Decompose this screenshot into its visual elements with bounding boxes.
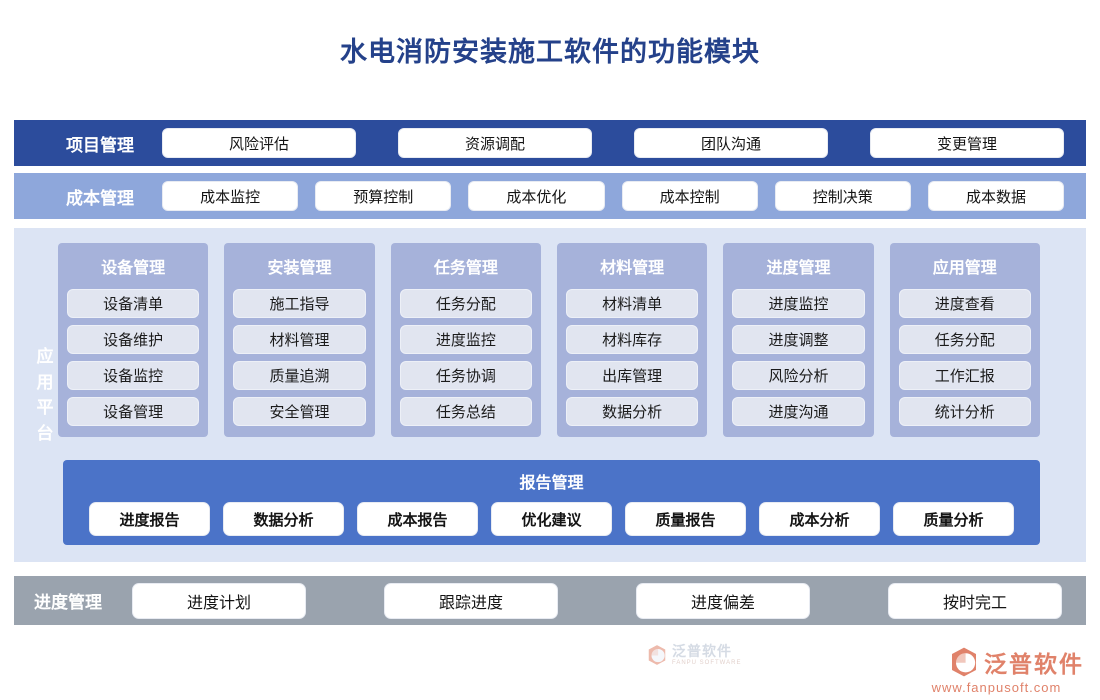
module-chip: 出库管理: [565, 361, 699, 390]
module-chip: 质量报告: [625, 502, 746, 536]
page-title: 水电消防安装施工软件的功能模块: [340, 37, 760, 67]
watermark-sub: FANPU SOFTWARE: [672, 660, 742, 666]
fanpu-logo-icon: [952, 647, 976, 677]
application-platform-panel: 应用平台 设备管理 设备清单 设备维护 设备监控 设备管理 安装管理 施工指导 …: [14, 228, 1086, 666]
report-management-band: 报告管理 进度报告 数据分析 成本报告 优化建议 质量报告 成本分析 质量分析: [63, 460, 1040, 545]
module-chip: 质量分析: [893, 502, 1014, 536]
column-application: 应用管理 进度查看 任务分配 工作汇报 统计分析: [889, 243, 1040, 437]
fanpu-watermark-icon: [648, 645, 666, 665]
module-chip: 进度计划: [132, 582, 306, 619]
column-header: 应用管理: [932, 260, 997, 277]
module-chip: 工作汇报: [898, 361, 1031, 390]
project-management-band: 项目管理 风险评估 资源调配 团队沟通 变更管理: [14, 120, 1086, 166]
module-chip: 进度偏差: [636, 582, 810, 619]
platform-columns: 设备管理 设备清单 设备维护 设备监控 设备管理 安装管理 施工指导 材料管理 …: [58, 243, 1040, 437]
band-label-project: 项目管理: [66, 135, 134, 155]
platform-vertical-label: 应用平台: [36, 347, 54, 443]
module-chip: 数据分析: [565, 397, 699, 426]
module-chip: 优化建议: [491, 502, 612, 536]
cost-band-items: 成本监控 预算控制 成本优化 成本控制 控制决策 成本数据: [162, 181, 1065, 211]
module-chip: 进度监控: [399, 325, 532, 354]
module-chip: 成本数据: [927, 181, 1065, 211]
module-chip: 预算控制: [315, 181, 452, 211]
column-header: 设备管理: [101, 260, 166, 277]
module-chip: 进度沟通: [732, 397, 865, 426]
module-chip: 进度报告: [89, 502, 210, 536]
band-label-cost: 成本管理: [66, 188, 134, 208]
module-chip: 数据分析: [223, 502, 344, 536]
module-chip: 成本优化: [468, 181, 605, 211]
footer-url: www.fanpusoft.com: [931, 680, 1062, 695]
module-chip: 成本分析: [759, 502, 880, 536]
project-band-items: 风险评估 资源调配 团队沟通 变更管理: [162, 128, 1064, 158]
module-chip: 成本控制: [621, 181, 758, 211]
module-chip: 按时完工: [888, 582, 1062, 619]
module-chip: 材料管理: [233, 325, 366, 354]
column-header: 任务管理: [433, 260, 498, 277]
module-chip: 质量追溯: [233, 361, 366, 390]
column-task: 任务管理 任务分配 进度监控 任务协调 任务总结: [390, 243, 541, 437]
module-chip: 任务分配: [399, 289, 532, 318]
module-chip: 进度查看: [898, 289, 1031, 318]
module-chip: 设备清单: [67, 289, 200, 318]
column-header: 进度管理: [766, 260, 831, 277]
watermark: 泛普软件 FANPU SOFTWARE: [646, 644, 741, 666]
module-chip: 跟踪进度: [384, 582, 558, 619]
module-chip: 统计分析: [898, 397, 1031, 426]
module-chip: 材料库存: [565, 325, 699, 354]
module-chip: 成本监控: [162, 181, 299, 211]
schedule-management-band: 进度管理 进度计划 跟踪进度 进度偏差 按时完工: [14, 576, 1086, 625]
footer-brand-block: 泛普软件 www.fanpusoft.com: [909, 645, 1084, 695]
module-chip: 设备管理: [67, 397, 200, 426]
module-chip: 进度调整: [732, 325, 865, 354]
module-chip: 任务分配: [898, 325, 1031, 354]
module-chip: 变更管理: [870, 128, 1064, 158]
column-installation: 安装管理 施工指导 材料管理 质量追溯 安全管理: [224, 243, 375, 437]
module-chip: 团队沟通: [634, 128, 828, 158]
module-chip: 任务总结: [399, 397, 532, 426]
module-chip: 风险评估: [162, 128, 356, 158]
module-chip: 安全管理: [233, 397, 366, 426]
column-header: 安装管理: [267, 260, 332, 277]
module-chip: 控制决策: [774, 181, 911, 211]
band-label-schedule: 进度管理: [34, 593, 102, 612]
module-chip: 风险分析: [732, 361, 865, 390]
module-chip: 设备维护: [67, 325, 200, 354]
schedule-band-items: 进度计划 跟踪进度 进度偏差 按时完工: [132, 582, 1062, 619]
report-items: 进度报告 数据分析 成本报告 优化建议 质量报告 成本分析 质量分析: [89, 502, 1014, 536]
module-chip: 成本报告: [357, 502, 478, 536]
column-material: 材料管理 材料清单 材料库存 出库管理 数据分析: [556, 243, 708, 437]
module-chip: 施工指导: [233, 289, 366, 318]
module-chip: 任务协调: [399, 361, 532, 390]
cost-management-band: 成本管理 成本监控 预算控制 成本优化 成本控制 控制决策 成本数据: [14, 173, 1086, 219]
module-chip: 进度监控: [732, 289, 865, 318]
watermark-brand: 泛普软件: [672, 643, 732, 659]
module-chip: 材料清单: [565, 289, 699, 318]
module-chip: 设备监控: [67, 361, 200, 390]
column-header: 材料管理: [600, 260, 665, 277]
column-progress: 进度管理 进度监控 进度调整 风险分析 进度沟通: [723, 243, 874, 437]
module-chip: 资源调配: [398, 128, 592, 158]
report-header: 报告管理: [519, 475, 584, 492]
footer-brand-name: 泛普软件: [984, 651, 1084, 677]
column-equipment: 设备管理 设备清单 设备维护 设备监控 设备管理: [58, 243, 209, 437]
